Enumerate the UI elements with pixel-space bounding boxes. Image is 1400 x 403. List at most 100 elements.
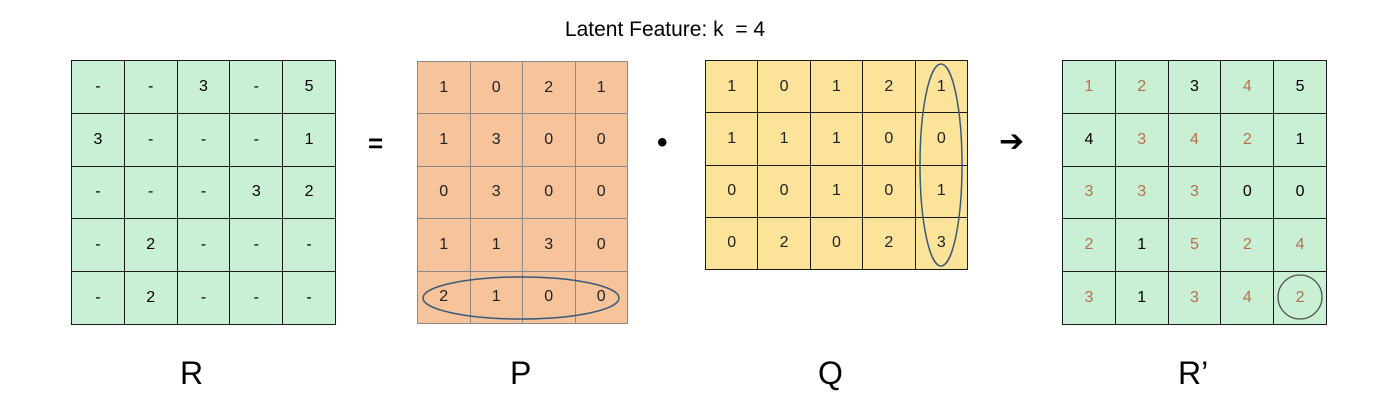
matrix-cell: - — [123, 112, 178, 167]
matrix-cell: 2 — [1220, 218, 1275, 273]
matrix-cell: - — [176, 112, 231, 167]
matrix-cell: 0 — [574, 113, 628, 167]
matrix-cell: 1 — [757, 112, 811, 166]
matrix-cell: 1 — [809, 164, 864, 218]
matrix-cell: - — [71, 218, 125, 273]
matrix-cell: - — [176, 218, 231, 273]
matrix-cell: 1 — [1062, 60, 1116, 114]
matrix-row: -2--- — [71, 218, 336, 273]
matrix-row: --3-5 — [71, 60, 336, 114]
matrix-cell: 1 — [809, 59, 864, 114]
matrix-cell: 0 — [417, 165, 471, 220]
diagram-title: Latent Feature: k = 4 — [0, 18, 1330, 42]
matrix-cell: 0 — [1273, 165, 1327, 220]
matrix-cell: 2 — [757, 216, 811, 271]
matrix-cell: 3 — [522, 218, 576, 272]
matrix-cell: 5 — [1167, 218, 1222, 273]
matrix-cell: 1 — [282, 112, 336, 167]
label-q: Q — [818, 355, 843, 391]
matrix-cell: 3 — [469, 165, 523, 220]
matrix-cell: 4 — [1273, 218, 1327, 273]
matrix-cell: 2 — [417, 270, 471, 325]
matrix-cell: 0 — [522, 113, 576, 167]
matrix-cell: 4 — [1220, 271, 1275, 325]
matrix-cell: 2 — [1062, 218, 1116, 273]
matrix-cell: 3 — [1114, 165, 1169, 220]
matrix-cell: - — [71, 165, 125, 220]
matrix-cell: 0 — [862, 164, 916, 218]
matrix-cell: 0 — [809, 216, 864, 271]
matrix-cell: 1 — [914, 59, 969, 114]
matrix-cell: 1 — [914, 164, 969, 218]
matrix-cell: 3 — [469, 113, 523, 167]
matrix-cell: 0 — [704, 216, 759, 271]
matrix-cell: 0 — [862, 112, 916, 166]
matrix-cell: 0 — [574, 270, 628, 325]
matrix-cell: 4 — [1220, 60, 1275, 114]
matrix-cell: 4 — [1167, 112, 1222, 167]
matrix-cell: 1 — [1273, 112, 1327, 167]
matrix-cell: 3 — [1062, 165, 1116, 220]
matrix-cell: 2 — [862, 59, 916, 114]
matrix-cell: 1 — [809, 112, 864, 166]
matrix-cell: - — [229, 112, 284, 167]
matrix-cell: 2 — [522, 60, 576, 115]
label-p: P — [510, 355, 532, 391]
matrix-cell: 0 — [574, 165, 628, 220]
matrix-cell: - — [71, 60, 125, 114]
matrix-cell: - — [229, 60, 284, 114]
matrix-cell: 1 — [417, 218, 471, 272]
matrix-cell: 1 — [1114, 218, 1169, 273]
matrix-cell: 3 — [229, 165, 284, 220]
matrix-cell: 1 — [704, 112, 759, 166]
matrix-cell: 3 — [1167, 271, 1222, 325]
matrix-cell: 1 — [417, 113, 471, 167]
matrix-row: -2--- — [71, 271, 336, 325]
matrix-cell: 3 — [1114, 112, 1169, 167]
matrix-cell: 2 — [282, 165, 336, 220]
matrix-cell: 5 — [1273, 60, 1327, 114]
matrix-cell: - — [176, 165, 231, 220]
matrix-cell: 1 — [704, 59, 759, 114]
matrix-cell: 3 — [1062, 271, 1116, 325]
matrix-cell: 0 — [704, 164, 759, 218]
matrix-cell: 2 — [1220, 112, 1275, 167]
matrix-cell: 3 — [71, 112, 125, 167]
matrix-cell: - — [282, 271, 336, 325]
matrix-row: 3---1 — [71, 112, 336, 167]
matrix-cell: 0 — [522, 270, 576, 325]
matrix-cell: - — [123, 60, 178, 114]
matrix-cell: 1 — [469, 270, 523, 325]
label-r: R — [180, 355, 204, 391]
matrix-cell: 0 — [757, 164, 811, 218]
matrix-cell: 0 — [469, 60, 523, 115]
matrix-cell: - — [176, 271, 231, 325]
matrix-cell: 3 — [1167, 165, 1222, 220]
matrix-cell: 0 — [574, 218, 628, 272]
matrix-cell: - — [123, 165, 178, 220]
title-text: Latent Feature: k = 4 — [564, 18, 766, 41]
matrix-cell: 0 — [757, 59, 811, 114]
matrix-cell: 3 — [914, 216, 969, 271]
matrix-cell: 1 — [417, 60, 471, 115]
dot-operator: • — [657, 126, 668, 159]
matrix-cell: 4 — [1062, 112, 1116, 167]
matrix-cell: 0 — [522, 165, 576, 220]
matrix-cell: - — [229, 218, 284, 273]
